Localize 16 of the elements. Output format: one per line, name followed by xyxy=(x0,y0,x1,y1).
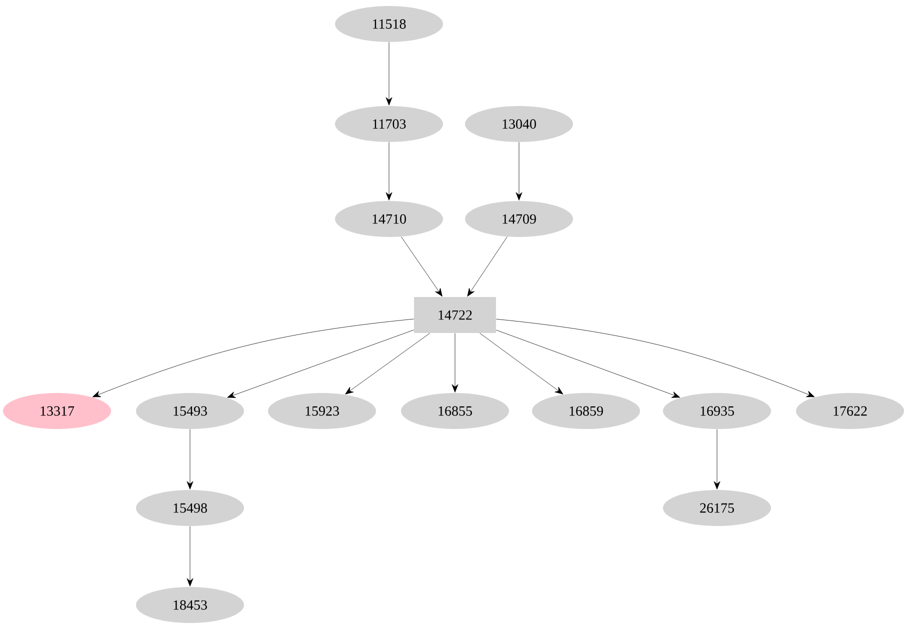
arrow xyxy=(496,330,680,398)
arrow xyxy=(386,42,392,106)
arrow xyxy=(480,333,564,394)
arrow xyxy=(452,333,458,392)
arrow xyxy=(516,142,522,200)
arrow xyxy=(467,236,508,297)
arrow xyxy=(186,526,194,586)
arrow xyxy=(714,429,720,490)
arrow xyxy=(227,330,414,398)
arrow xyxy=(386,142,392,200)
process-box: 14722 xyxy=(414,297,496,333)
arrow xyxy=(92,318,414,398)
arrow xyxy=(345,333,430,394)
arrow xyxy=(186,429,194,490)
arrow xyxy=(401,236,442,297)
arrow xyxy=(496,318,815,398)
